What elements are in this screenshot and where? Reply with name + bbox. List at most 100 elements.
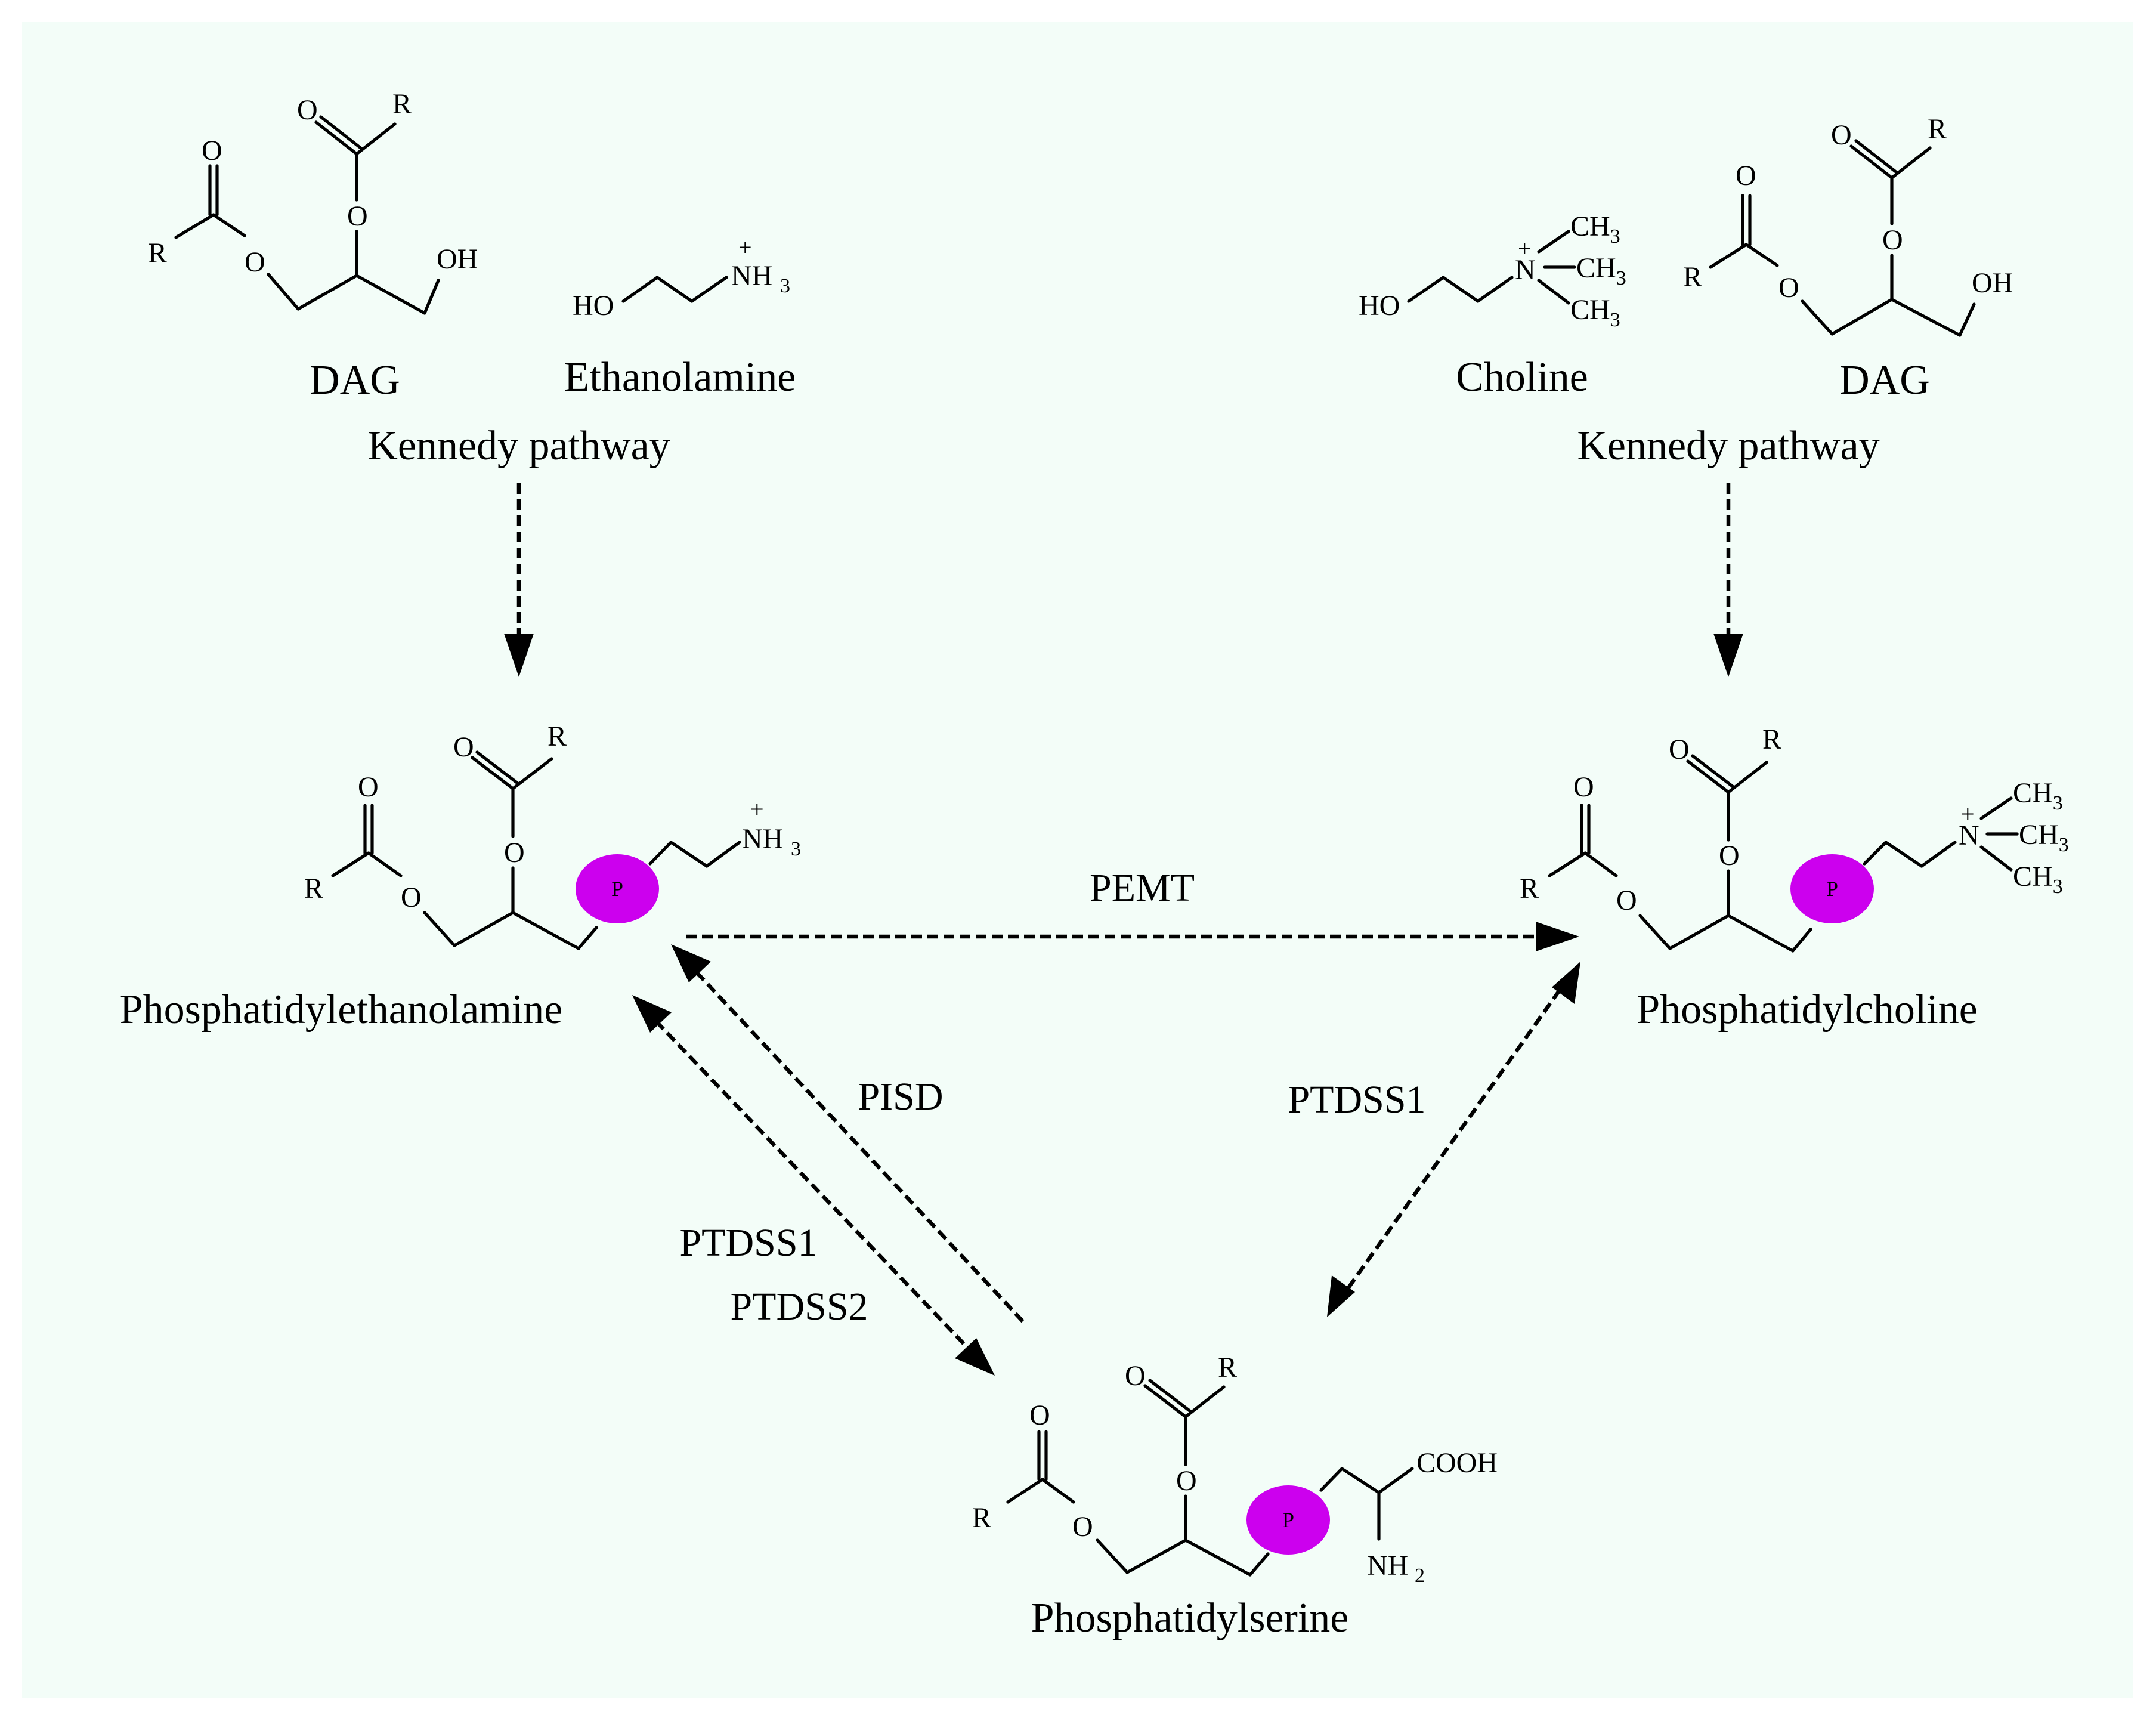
molecule-dag-right: R O O O O R OH — [1683, 113, 2013, 337]
ps-nh: NH — [1367, 1550, 1408, 1581]
dag-right-r1: R — [1683, 261, 1702, 293]
dag-left-oh: OH — [437, 243, 478, 275]
dag-left-o3: O — [347, 200, 368, 232]
arrowhead-ptdss-left-up — [632, 995, 672, 1033]
ps-phosphate-p: P — [1282, 1508, 1294, 1532]
dag-left-o2: O — [245, 246, 265, 278]
ps-sub: 2 — [1415, 1565, 1425, 1587]
ps-r2: R — [1218, 1352, 1237, 1383]
ethanolamine-bonds — [621, 276, 728, 303]
arrowhead-ptdss1-right-down — [1327, 1275, 1355, 1317]
label-choline: Choline — [1456, 354, 1588, 400]
ps-o1: O — [1029, 1399, 1050, 1431]
label-dag-right: DAG — [1839, 357, 1930, 403]
enzyme-ptdss1-right: PTDSS1 — [1288, 1078, 1425, 1121]
pc-o2: O — [1616, 885, 1637, 916]
ps-cooh: COOH — [1416, 1447, 1498, 1479]
arrowhead-ptdss-left-down — [955, 1338, 995, 1376]
dag-right-o2: O — [1778, 272, 1799, 304]
pc-bonds — [1548, 754, 2019, 953]
pc-ch3-a: CH3 — [2013, 777, 2063, 814]
label-phosphatidylcholine: Phosphatidylcholine — [1637, 987, 1978, 1033]
molecule-ethanolamine: HO + NH 3 — [573, 234, 790, 322]
choline-charge: + — [1518, 235, 1532, 262]
pc-o1: O — [1573, 771, 1594, 803]
pc-charge: + — [1961, 801, 1975, 827]
ethanolamine-ho: HO — [573, 290, 614, 322]
choline-bonds — [1407, 230, 1576, 305]
label-kennedy-right: Kennedy pathway — [1577, 423, 1879, 469]
pc-n: N — [1959, 820, 1979, 851]
dag-right-o3: O — [1882, 224, 1903, 256]
choline-ho: HO — [1359, 290, 1400, 322]
choline-ch3-a: CH3 — [1570, 211, 1620, 248]
arrowhead-pisd — [671, 944, 711, 982]
enzyme-ptdss2: PTDSS2 — [730, 1285, 868, 1328]
arrowhead-pemt — [1536, 922, 1579, 951]
pc-ch3-c: CH3 — [2013, 861, 2063, 898]
arrowhead-kennedy-right — [1713, 634, 1743, 677]
reaction-arrows — [504, 483, 1743, 1376]
pc-o4: O — [1669, 734, 1690, 765]
pe-nh: NH — [742, 823, 783, 855]
molecule-phosphatidylserine: P R O O O O R COOH NH 2 — [972, 1352, 1498, 1587]
dag-left-o4: O — [297, 94, 318, 126]
pe-r1: R — [304, 873, 323, 904]
pe-o4: O — [453, 731, 474, 763]
label-phosphatidylserine: Phosphatidylserine — [1031, 1595, 1349, 1641]
molecule-phosphatidylethanolamine: P R O O O O R + NH 3 — [304, 721, 801, 950]
dag-right-o1: O — [1736, 160, 1756, 191]
arrowhead-ptdss1-right-up — [1552, 962, 1580, 1004]
pe-charge: + — [750, 796, 764, 823]
molecule-dag-left: R O O O O R OH — [148, 88, 478, 315]
pe-phosphate-group — [576, 854, 659, 923]
dag-right-oh: OH — [1972, 267, 2013, 299]
ps-o4: O — [1125, 1360, 1146, 1392]
pc-phosphate-p: P — [1826, 877, 1838, 901]
label-kennedy-left: Kennedy pathway — [367, 423, 670, 469]
pe-bonds — [331, 750, 741, 950]
molecule-phosphatidylcholine: P R O O O O R + N CH3 CH3 CH3 — [1520, 724, 2069, 953]
dag-left-bonds — [174, 115, 440, 315]
enzyme-pisd: PISD — [858, 1075, 943, 1118]
pc-r1: R — [1520, 873, 1539, 904]
pe-o3: O — [504, 837, 525, 869]
pc-phosphate-group — [1790, 854, 1874, 923]
pe-o1: O — [358, 771, 379, 803]
pc-r2: R — [1762, 724, 1781, 755]
pe-o2: O — [401, 882, 422, 913]
label-phosphatidylethanolamine: Phosphatidylethanolamine — [120, 987, 563, 1033]
ps-phosphate-group — [1246, 1485, 1330, 1555]
dag-right-r2: R — [1928, 113, 1947, 145]
ps-o3: O — [1176, 1465, 1197, 1497]
arrowhead-kennedy-left — [504, 634, 534, 677]
enzyme-pemt: PEMT — [1090, 866, 1195, 910]
pe-phosphate-p: P — [611, 877, 623, 901]
dag-left-o1: O — [202, 135, 222, 166]
molecule-choline: HO + N CH3 CH3 CH3 — [1359, 211, 1626, 331]
ethanolamine-charge: + — [738, 234, 752, 261]
ethanolamine-sub: 3 — [780, 275, 790, 297]
ps-r1: R — [972, 1502, 991, 1534]
pe-sub: 3 — [791, 838, 801, 860]
diagram-background — [22, 22, 2133, 1698]
pc-o3: O — [1719, 840, 1740, 872]
pe-r2: R — [547, 721, 567, 752]
label-ethanolamine: Ethanolamine — [564, 354, 796, 400]
arrow-ptdss1-right — [1346, 989, 1561, 1290]
choline-ch3-c: CH3 — [1570, 294, 1620, 331]
dag-right-bonds — [1709, 139, 1976, 337]
choline-ch3-b: CH3 — [1576, 252, 1626, 289]
ethanolamine-nh: NH — [731, 260, 772, 292]
label-dag-left: DAG — [310, 357, 400, 403]
arrow-ptdss-left — [654, 1019, 971, 1351]
ps-o2: O — [1072, 1511, 1093, 1543]
dag-left-r2: R — [392, 88, 412, 120]
dag-left-r1: R — [148, 237, 167, 269]
choline-n: N — [1515, 254, 1536, 286]
dag-right-o4: O — [1831, 119, 1852, 151]
enzyme-ptdss1-left: PTDSS1 — [679, 1221, 817, 1265]
ps-bonds — [1006, 1379, 1414, 1577]
